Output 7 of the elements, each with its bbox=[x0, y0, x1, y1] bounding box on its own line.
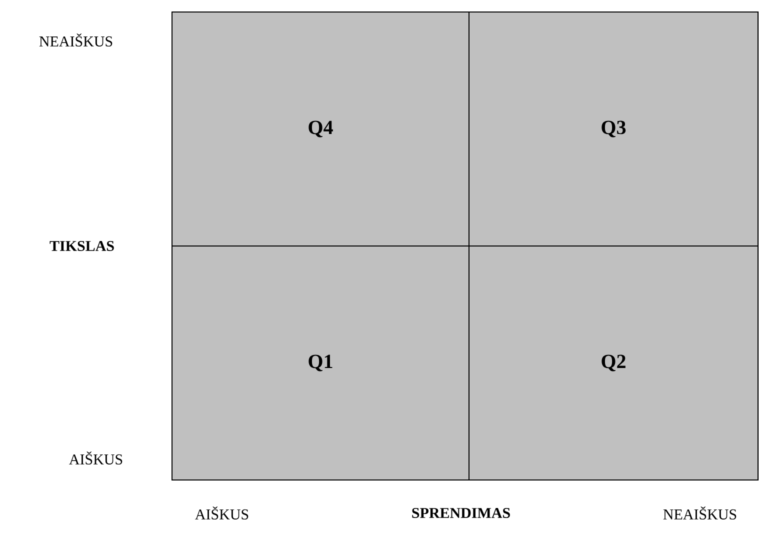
axis-title: SPRENDIMAS bbox=[412, 508, 510, 518]
quadrant-box: Q2 bbox=[468, 246, 758, 480]
axis-title: TIKSLAS bbox=[50, 240, 114, 252]
quadrant-box: Q4 bbox=[172, 12, 470, 246]
quadrant-box: Q1 bbox=[172, 246, 470, 480]
quadrant-box: Q3 bbox=[468, 12, 758, 246]
axis-label: AIŠKUS bbox=[195, 506, 248, 520]
